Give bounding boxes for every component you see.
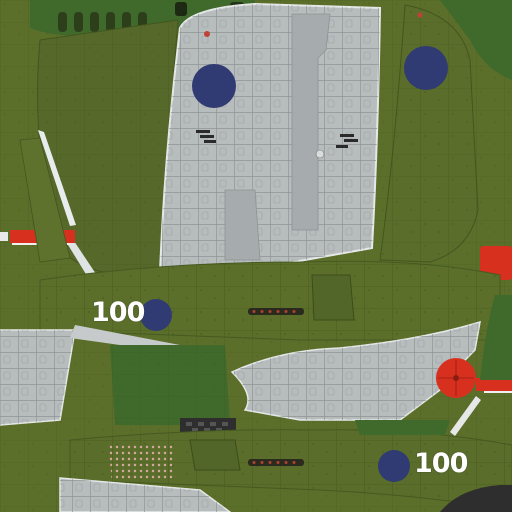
roundel-fuselage-upper [140,299,172,331]
roundel-upper-right [404,46,448,90]
leading-edge-white [38,130,76,226]
exhaust-lower [248,459,304,466]
fuselage-code-upper: 100 [91,297,145,328]
red-stripe-right [476,378,512,391]
roundel-fuselage-lower [378,450,410,482]
fuselage-code-lower: 100 [414,448,468,479]
roundel-upper-left [192,64,236,108]
dark-panel-bottom-right [440,485,512,512]
exhaust-upper [248,308,304,315]
rivet-patch [108,444,176,482]
top-strip-vents [58,2,244,32]
red-patch-right [480,246,512,280]
top-right-panel [440,0,512,80]
underside-vents [196,130,358,148]
